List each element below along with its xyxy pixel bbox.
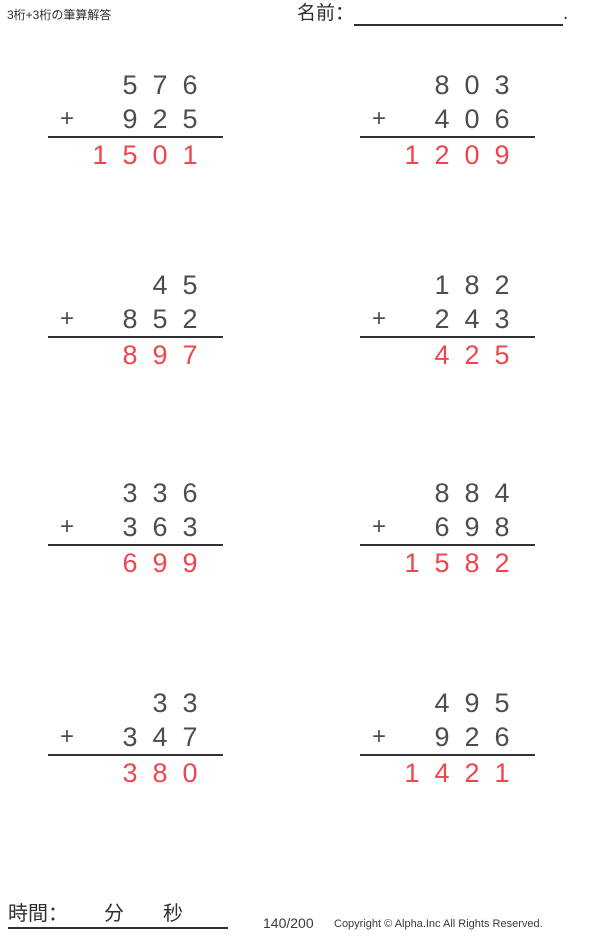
seconds-label: 秒: [163, 903, 183, 925]
time-field: 時間： 分 秒: [8, 901, 228, 929]
sum-rule: [48, 336, 223, 338]
sum-rule: [360, 136, 535, 138]
sum-rule: [48, 136, 223, 138]
copyright-notice: Copyright © Alpha.Inc All Rights Reserve…: [334, 918, 543, 930]
plus-operator: +: [371, 723, 386, 750]
sum-rule: [48, 544, 223, 546]
name-period: .: [563, 3, 569, 24]
plus-operator: +: [371, 105, 386, 132]
sum-rule: [360, 336, 535, 338]
minutes-label: 分: [104, 903, 124, 925]
plus-operator: +: [59, 513, 74, 540]
plus-operator: +: [59, 305, 74, 332]
plus-operator: +: [59, 105, 74, 132]
sum-rule: [360, 544, 535, 546]
plus-operator: +: [371, 305, 386, 332]
name-underline: [354, 4, 564, 26]
page-number: 140/200: [263, 915, 314, 931]
name-field: 名前： .: [297, 2, 568, 26]
plus-operator: +: [371, 513, 386, 540]
plus-operator: +: [59, 723, 74, 750]
name-label: 名前：: [297, 3, 355, 24]
time-label: 時間：: [8, 903, 68, 925]
sum-rule: [360, 754, 535, 756]
sum-rule: [48, 754, 223, 756]
page-title: 3桁+3桁の筆算解答: [7, 8, 112, 22]
